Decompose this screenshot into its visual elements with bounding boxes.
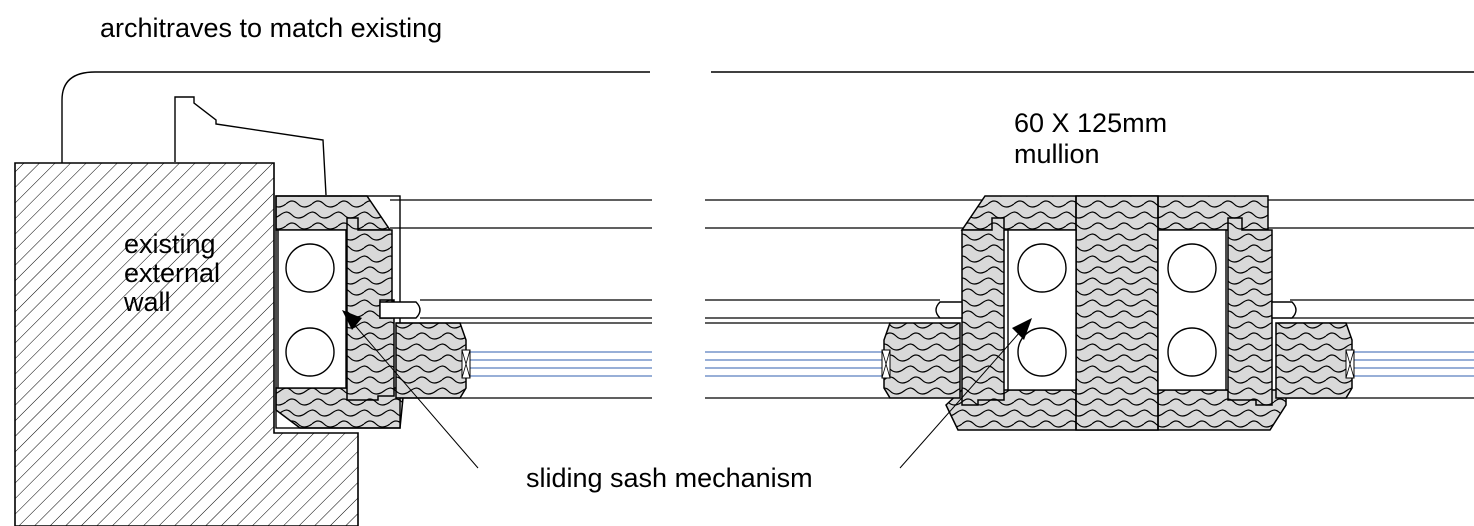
left-pulley-bottom xyxy=(285,327,335,377)
mullion-bead-right xyxy=(1271,301,1297,319)
left-bead xyxy=(379,301,421,319)
architrave-profile xyxy=(174,96,327,196)
left-sash-stile xyxy=(395,322,467,399)
left-pulley-stile xyxy=(346,217,395,401)
sash-stile-mid-left xyxy=(883,322,961,399)
mullion-core xyxy=(1075,195,1159,431)
left-frame-head xyxy=(275,195,392,231)
mullion-label-line-1: 60 X 125mm xyxy=(1014,108,1168,138)
wall-label: existing external wall xyxy=(124,230,220,317)
architraves-label: architraves to match existing xyxy=(100,13,443,43)
left-rails xyxy=(390,199,652,399)
left-pulley-top xyxy=(285,243,335,293)
leader-line-right xyxy=(899,331,1021,469)
mullion-pulley-left-bottom xyxy=(1017,327,1067,377)
wall-label-line-1: existing xyxy=(124,229,216,259)
wall-label-line-2: external xyxy=(124,258,221,288)
mullion-label: 60 X 125mm mullion xyxy=(1014,108,1167,170)
mullion-pulley-left-top xyxy=(1017,243,1067,293)
mullion-stile-right xyxy=(1227,217,1273,406)
right-glazing xyxy=(705,351,1474,377)
mullion-pulley-right-top xyxy=(1167,243,1217,293)
wall-label-line-3: wall xyxy=(124,287,171,317)
architrave-outline xyxy=(61,71,650,163)
sash-stile-mid-right xyxy=(1275,322,1353,399)
mullion-bead-left xyxy=(935,301,963,319)
left-glazing xyxy=(466,351,652,377)
mullion-label-line-2: mullion xyxy=(1014,139,1100,169)
mechanism-label: sliding sash mechanism xyxy=(526,463,813,493)
leader-arrowhead-right xyxy=(1012,318,1032,340)
mullion-pulley-right-bottom xyxy=(1167,327,1217,377)
leader-line-left xyxy=(351,321,479,469)
existing-wall xyxy=(14,162,359,526)
mullion-stile-left xyxy=(961,217,1005,406)
leader-arrowhead-left xyxy=(342,310,362,330)
